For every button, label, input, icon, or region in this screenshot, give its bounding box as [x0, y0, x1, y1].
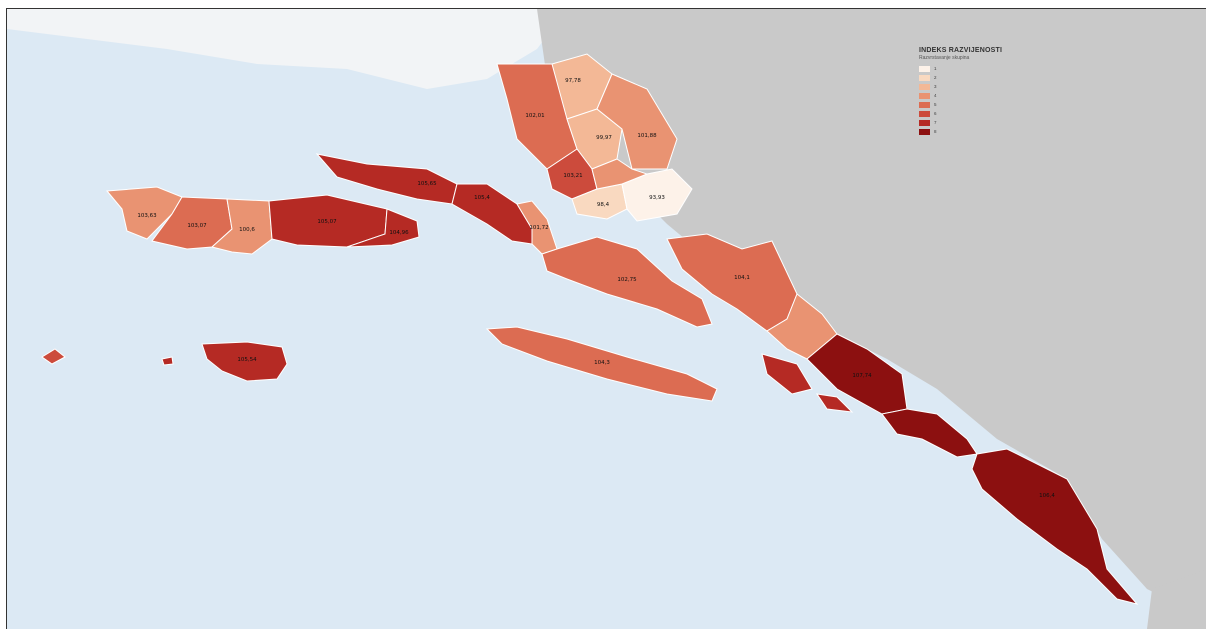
legend-swatch	[919, 74, 930, 81]
legend-label: 5	[934, 102, 937, 107]
legend-item: 8	[919, 127, 1069, 136]
legend-classes: 1 2 3 4 5 6 7 8	[919, 64, 1069, 136]
legend-item: 1	[919, 64, 1069, 73]
value-label: 105,07	[317, 219, 337, 225]
value-label: 103,63	[137, 213, 157, 219]
value-label: 105,54	[237, 357, 257, 363]
legend-item: 7	[919, 118, 1069, 127]
value-label: 103,21	[563, 173, 582, 179]
map-frame: 97,78 102,01 99,97 101,88 103,21 98,4 93…	[6, 8, 1206, 629]
region-north-8[interactable]	[591, 158, 649, 190]
value-label: 106,4	[1039, 493, 1055, 499]
legend-swatch	[919, 92, 930, 99]
legend-label: 6	[934, 111, 937, 116]
land-neighbor-se	[1147, 569, 1206, 629]
region-korcula-east[interactable]	[346, 208, 420, 248]
region-north-7[interactable]	[621, 168, 693, 222]
value-label: 104,3	[594, 360, 610, 366]
legend-label: 1	[934, 66, 937, 71]
region-islet-small[interactable]	[161, 356, 174, 366]
legend-label: 4	[934, 93, 937, 98]
value-label: 102,01	[525, 113, 544, 119]
legend-label: 8	[934, 129, 937, 134]
legend-label: 3	[934, 84, 937, 89]
value-label: 105,4	[474, 195, 490, 201]
region-dubrovnik-coast-1[interactable]	[541, 236, 713, 328]
map-legend: INDEKS RAZVIJENOSTI Razvrstavanje skupin…	[919, 47, 1069, 136]
value-label: 102,75	[617, 277, 637, 283]
region-islet-west[interactable]	[41, 348, 66, 365]
value-label: 100,6	[239, 227, 255, 233]
value-label: 101,72	[529, 225, 548, 231]
legend-label: 2	[934, 75, 937, 80]
regions-layer	[41, 53, 1139, 605]
legend-item: 2	[919, 73, 1069, 82]
value-label: 101,88	[637, 133, 657, 139]
legend-item: 5	[919, 100, 1069, 109]
value-label: 99,97	[596, 135, 612, 141]
region-dubrovnik-coast-3[interactable]	[766, 293, 838, 360]
value-label: 104,96	[389, 230, 409, 236]
legend-label: 7	[934, 120, 937, 125]
value-label: 103,07	[187, 223, 207, 229]
value-label: 107,74	[852, 373, 872, 379]
legend-item: 4	[919, 91, 1069, 100]
land-top-left	[7, 9, 567, 89]
region-konavle[interactable]	[971, 448, 1139, 605]
legend-swatch	[919, 110, 930, 117]
legend-swatch	[919, 119, 930, 126]
legend-item: 3	[919, 82, 1069, 91]
legend-swatch	[919, 65, 930, 72]
legend-item: 6	[919, 109, 1069, 118]
region-korcula-west[interactable]	[105, 186, 183, 240]
value-label: 105,65	[417, 181, 437, 187]
legend-title: INDEKS RAZVIJENOSTI	[919, 47, 1003, 54]
region-mljet[interactable]	[485, 326, 718, 402]
region-elafiti[interactable]	[761, 353, 854, 413]
value-label: 93,93	[649, 195, 665, 201]
value-labels: 97,78 102,01 99,97 101,88 103,21 98,4 93…	[137, 78, 1055, 499]
legend-swatch	[919, 101, 930, 108]
value-label: 104,1	[734, 275, 750, 281]
legend-swatch	[919, 128, 930, 135]
region-north-4[interactable]	[596, 73, 678, 170]
region-lastovo[interactable]	[201, 341, 288, 382]
legend-swatch	[919, 83, 930, 90]
value-label: 98,4	[597, 202, 610, 208]
value-label: 97,78	[565, 78, 581, 84]
legend-subtitle: Razvrstavanje skupina	[919, 55, 970, 61]
choropleth-map[interactable]: 97,78 102,01 99,97 101,88 103,21 98,4 93…	[7, 9, 1206, 629]
land-neighbor	[537, 9, 1206, 609]
